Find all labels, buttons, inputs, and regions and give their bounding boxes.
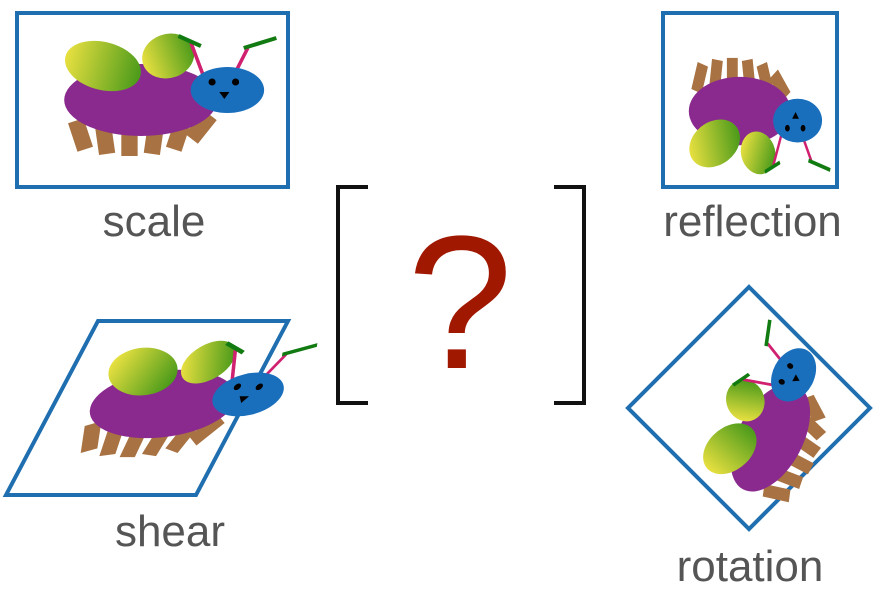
scale-caption: scale [102, 197, 206, 246]
shear-caption: shear [114, 507, 226, 556]
left-bracket [336, 185, 368, 405]
rotation-caption: rotation [676, 542, 824, 591]
scale-panel [15, 11, 290, 189]
reflection-caption: reflection [663, 197, 842, 246]
reflection-panel [661, 11, 839, 189]
rotation-panel [625, 284, 873, 532]
center-brackets [336, 185, 586, 405]
right-bracket [554, 185, 586, 405]
question-mark: ? [407, 197, 513, 409]
shear-panel [2, 319, 322, 497]
